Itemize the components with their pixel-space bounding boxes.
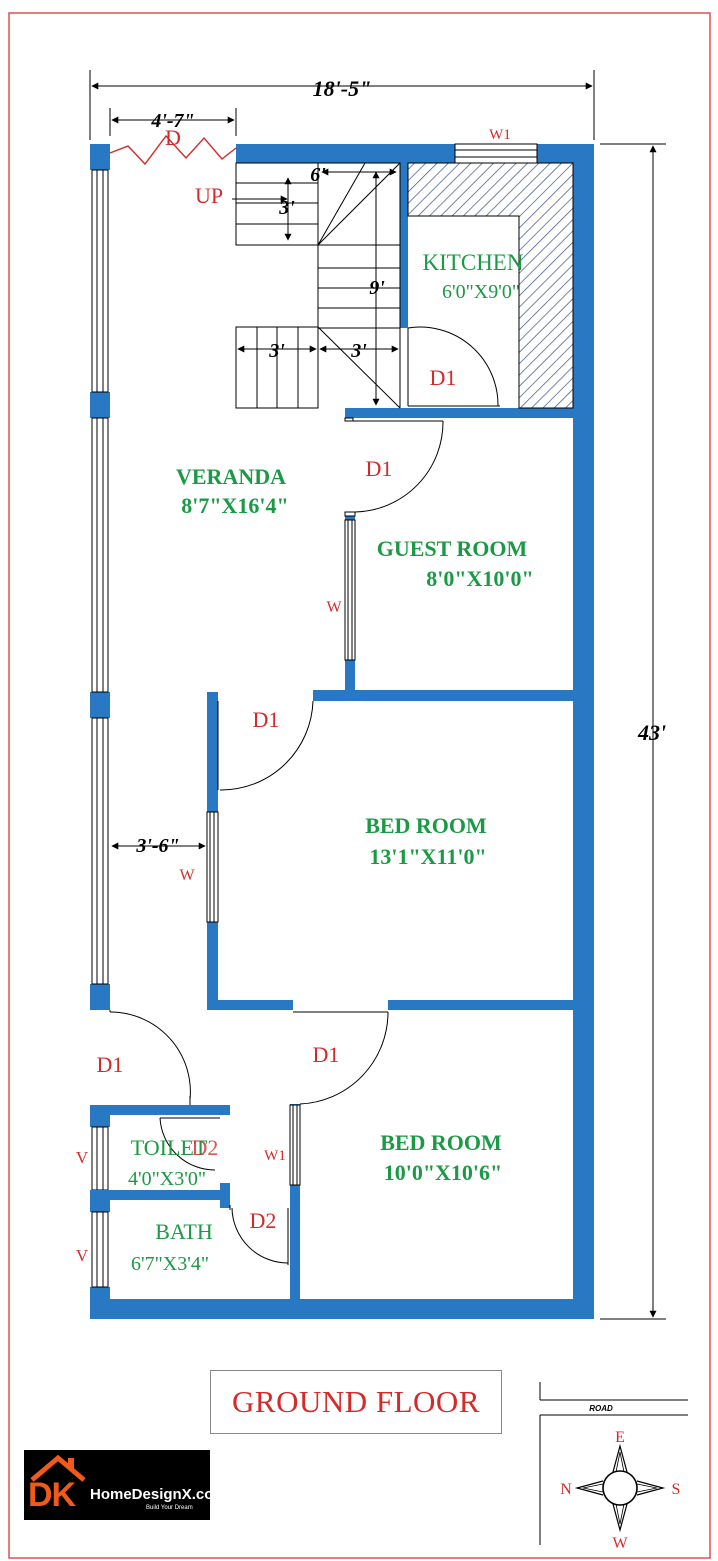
title-box: GROUND FLOOR [210, 1370, 502, 1434]
house-roof-icon [30, 1454, 86, 1482]
main-door [109, 134, 237, 166]
kitchen-counter [407, 162, 574, 409]
veranda-name: VERANDA [176, 464, 286, 489]
guest-name: GUEST ROOM [377, 536, 528, 561]
bed2-window-label: W1 [264, 1148, 286, 1164]
bed1-name: BED ROOM [365, 813, 487, 838]
veranda-strip-label: 3'-6" [135, 835, 179, 857]
left-railings [91, 169, 109, 1288]
landing-right-label: 3' [350, 340, 367, 362]
kitchen-window [454, 143, 538, 164]
brand-tagline: Build Your Dream [146, 1505, 193, 1511]
compass-south: S [672, 1481, 681, 1498]
compass-icon [574, 1443, 666, 1533]
toilet-size: 4'0"X3'0" [128, 1168, 206, 1190]
kitchen-name: KITCHEN [423, 250, 524, 275]
staircase [232, 162, 401, 409]
compass-west: W [612, 1535, 628, 1552]
stair-step-label: 3' [278, 197, 295, 219]
compass-east: E [615, 1429, 625, 1446]
kitchen-size: 6'0"X9'0" [442, 281, 520, 303]
interior-windows [206, 519, 356, 1186]
kitchen-door-label: D1 [430, 365, 457, 390]
stair-width-label: 6' [310, 164, 326, 186]
road-indicator [539, 1382, 688, 1545]
bath-name: BATH [155, 1219, 213, 1244]
side-door-label: D1 [97, 1052, 124, 1077]
stair-run-label: 9' [369, 277, 385, 299]
guest-window-label: W [326, 599, 342, 616]
bath-size: 6'7"X3'4" [131, 1253, 209, 1275]
brand-name: HomeDesignX.com [90, 1486, 227, 1503]
brand-initials: DK [28, 1476, 76, 1514]
entry-width-label: 4'-7" [150, 110, 194, 132]
stair-up-label: UP [195, 183, 223, 208]
interior-walls [90, 163, 573, 1299]
bath-vent-label: V [76, 1246, 89, 1265]
overall-length-label: 43' [637, 720, 666, 745]
bed2-size: 10'0"X10'6" [384, 1160, 503, 1185]
guest-size: 8'0"X10'0" [426, 566, 534, 591]
bed1-size: 13'1"X11'0" [369, 844, 486, 869]
bed2-door-label: D1 [313, 1042, 340, 1067]
bath-door-label: D2 [250, 1208, 277, 1233]
overall-width-label: 18'-5" [313, 76, 372, 101]
main-door-label: D [165, 125, 181, 150]
plan-title: GROUND FLOOR [232, 1384, 480, 1419]
landing-left-label: 3' [268, 340, 285, 362]
road-label: ROAD [589, 1404, 613, 1413]
compass-north: N [560, 1481, 572, 1498]
bed1-door-label: D1 [253, 707, 280, 732]
toilet-vent-label: V [76, 1148, 89, 1167]
veranda-size: 8'7"X16'4" [181, 493, 289, 518]
kitchen-window-label: W1 [489, 127, 511, 143]
page-border [8, 12, 711, 1559]
doors [109, 326, 500, 1265]
toilet-door-label: D2 [192, 1135, 219, 1160]
bed2-name: BED ROOM [380, 1130, 502, 1155]
brand-logo: DK HomeDesignX.com Build Your Dream [24, 1450, 227, 1520]
bed1-window-label: W [179, 867, 195, 884]
toilet-name: TOILET [131, 1135, 208, 1160]
dimension-lines [89, 70, 666, 1320]
guest-door-label: D1 [366, 456, 393, 481]
